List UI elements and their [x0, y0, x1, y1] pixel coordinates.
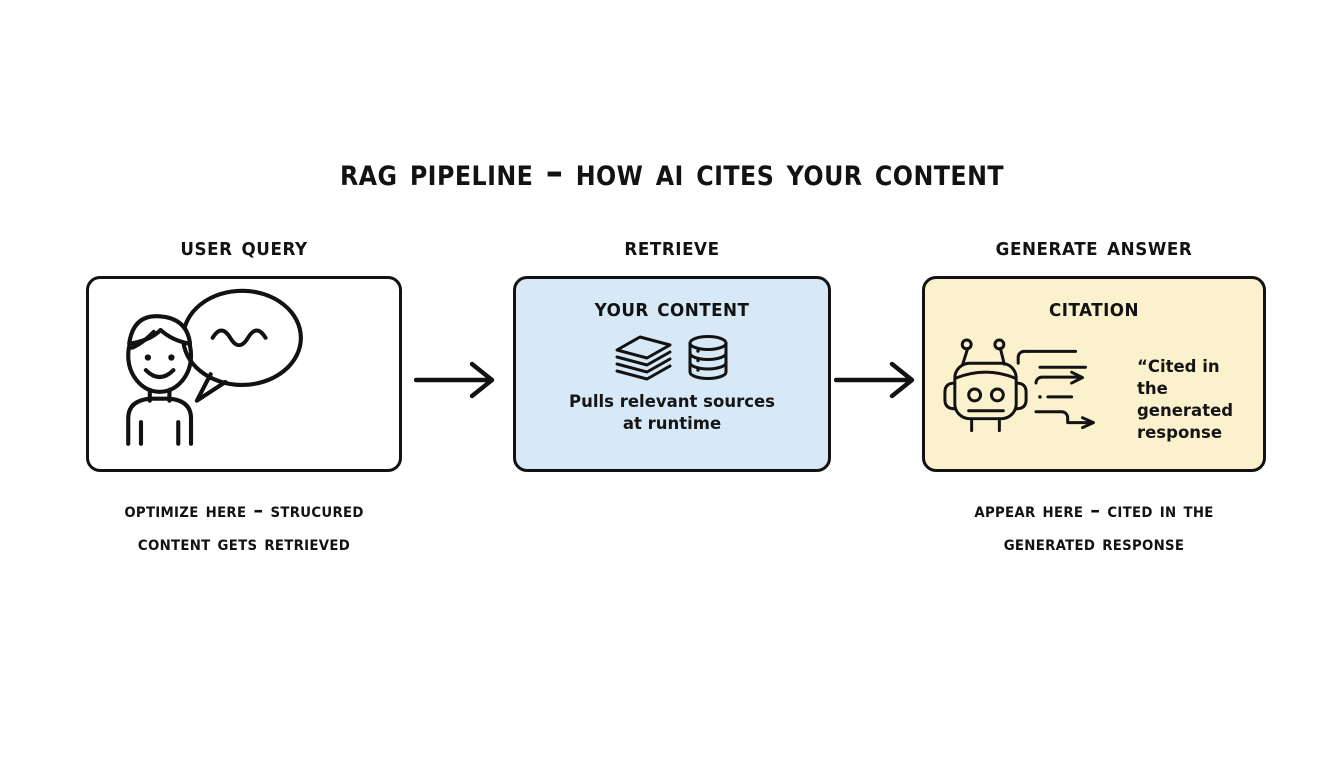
- panel-generate-answer: Citation: [916, 270, 1272, 478]
- user-query-illustration: [126, 288, 303, 446]
- documents-stack-icon: [615, 335, 672, 381]
- panel-title-citation: Citation: [1049, 293, 1139, 322]
- database-icon: [688, 335, 728, 380]
- citation-illustration-row: “Cited in the generated response ”: [925, 296, 1263, 450]
- panel-retrieve: Your Content: [507, 270, 837, 478]
- retrieve-icon-row: [516, 334, 828, 382]
- step-user-query: User Query: [60, 232, 428, 560]
- retrieve-subtext: Pulls relevant sources at runtime: [569, 392, 775, 434]
- robot-icon: [943, 338, 1095, 433]
- citation-quote-text: “Cited in the generated response: [1136, 357, 1234, 442]
- step-heading-user-query: User Query: [180, 232, 308, 262]
- step-heading-generate-answer: Generate Answer: [995, 232, 1193, 262]
- page-title: RAG Pipeline – How AI Cites Your Content: [339, 150, 1005, 195]
- person-icon: [126, 314, 194, 446]
- speech-bubble-icon: [181, 288, 303, 403]
- caption-user-query: Optimize here – strucured content gets r…: [124, 498, 364, 556]
- arrow-right-icon: [834, 361, 915, 399]
- step-generate-answer: Generate Answer Citation: [898, 232, 1290, 560]
- step-heading-retrieve: Retrieve: [624, 232, 720, 262]
- panel-user-query: [86, 276, 402, 472]
- caption-generate-answer: Appear here – cited in the generated res…: [974, 498, 1214, 556]
- svg-text:”: ”: [1157, 296, 1179, 336]
- panel-title-your-content: Your Content: [594, 293, 750, 322]
- arrow-right-icon: [414, 361, 495, 399]
- step-retrieve: Retrieve Your Content: [476, 232, 868, 494]
